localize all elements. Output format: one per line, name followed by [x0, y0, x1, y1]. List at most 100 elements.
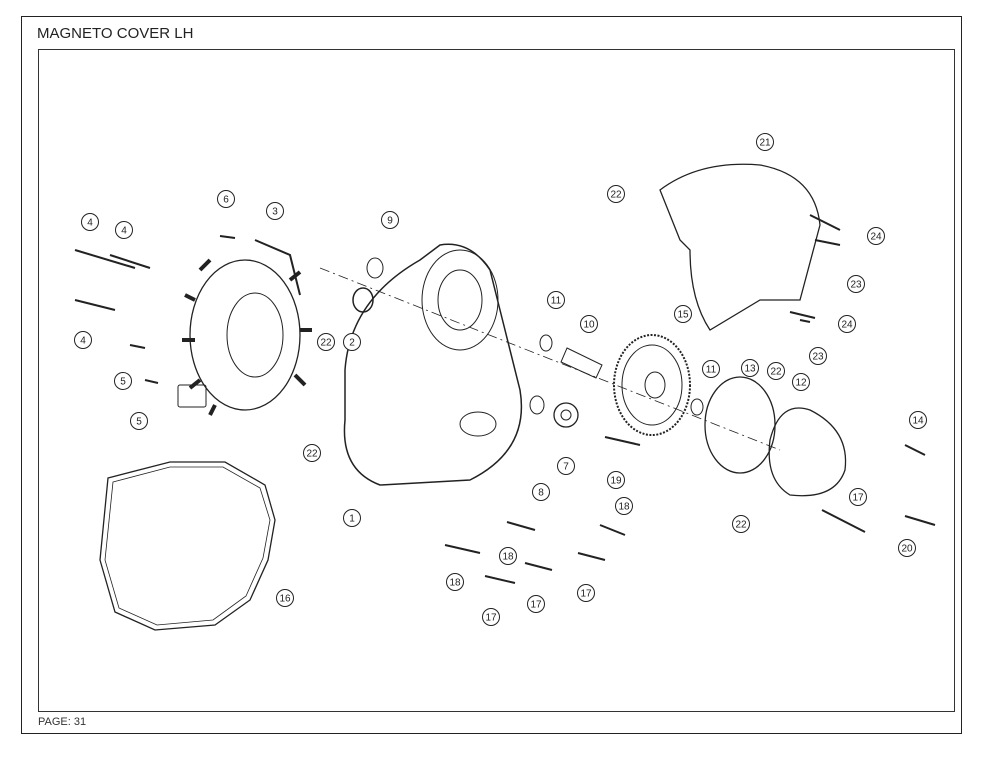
callout-circle	[303, 444, 321, 462]
callout-circle	[702, 360, 720, 378]
callout-18: 18	[499, 547, 517, 565]
callout-circle	[847, 275, 865, 293]
callout-11: 11	[547, 291, 565, 309]
shaft-part-10	[560, 347, 603, 379]
center-line	[319, 267, 781, 451]
callout-circle	[577, 584, 595, 602]
callout-circle	[266, 202, 284, 220]
callout-5: 5	[114, 372, 132, 390]
callout-label: 6	[223, 195, 229, 206]
callout-4: 4	[115, 221, 133, 239]
callout-label: 24	[870, 232, 882, 243]
callout-label: 12	[795, 378, 807, 389]
callout-circle	[732, 515, 750, 533]
callout-label: 1	[349, 514, 355, 525]
callout-label: 20	[901, 544, 913, 555]
callout-label: 22	[610, 190, 622, 201]
callout-4: 4	[81, 213, 99, 231]
callout-circle	[527, 595, 545, 613]
callout-1: 1	[343, 509, 361, 527]
callout-22: 22	[317, 333, 335, 351]
bearing-part-2	[352, 287, 374, 313]
gasket-part-16	[99, 461, 276, 631]
callout-18: 18	[615, 497, 633, 515]
callout-13: 13	[741, 359, 759, 377]
callout-22: 22	[607, 185, 625, 203]
callout-20: 20	[898, 539, 916, 557]
callout-label: 17	[852, 493, 864, 504]
callout-circle	[317, 333, 335, 351]
callout-circle	[532, 483, 550, 501]
callout-label: 17	[530, 600, 542, 611]
callout-label: 7	[563, 462, 569, 473]
callout-circle	[499, 547, 517, 565]
callout-22: 22	[303, 444, 321, 462]
page-border	[21, 16, 962, 734]
washer-part-8	[529, 395, 545, 415]
callout-label: 15	[677, 310, 689, 321]
seal-part-7	[553, 402, 579, 428]
callout-label: 21	[759, 138, 771, 149]
callout-label: 24	[841, 320, 853, 331]
callout-label: 10	[583, 320, 595, 331]
callout-24: 24	[838, 315, 856, 333]
callout-circle	[130, 412, 148, 430]
callout-label: 3	[272, 207, 278, 218]
callout-3: 3	[266, 202, 284, 220]
callout-label: 17	[580, 589, 592, 600]
callout-label: 22	[735, 520, 747, 531]
callout-label: 2	[349, 338, 355, 349]
callout-18: 18	[446, 573, 464, 591]
bolts	[74, 214, 936, 584]
callout-19: 19	[607, 471, 625, 489]
callout-label: 9	[387, 216, 393, 227]
callout-circle	[809, 347, 827, 365]
callout-circle	[792, 373, 810, 391]
callout-circle	[580, 315, 598, 333]
callout-16: 16	[276, 589, 294, 607]
callout-label: 5	[136, 417, 142, 428]
o-ring-part-13	[704, 376, 776, 474]
callout-label: 16	[279, 594, 291, 605]
callout-label: 11	[706, 365, 717, 376]
callout-label: 22	[306, 449, 318, 460]
callout-label: 23	[850, 280, 862, 291]
callout-circle	[381, 211, 399, 229]
callout-10: 10	[580, 315, 598, 333]
callout-circle	[756, 133, 774, 151]
diagram-frame	[38, 49, 955, 712]
callout-label: 14	[912, 416, 924, 427]
callout-circle	[114, 372, 132, 390]
callout-label: 22	[320, 338, 332, 349]
page-number: PAGE: 31	[38, 716, 87, 728]
callout-11: 11	[702, 360, 720, 378]
callout-circle	[607, 471, 625, 489]
callout-label: 18	[618, 502, 630, 513]
callout-circle	[446, 573, 464, 591]
callout-4: 4	[74, 331, 92, 349]
inspection-cover-part-12	[768, 407, 847, 497]
callout-14: 14	[909, 411, 927, 429]
callout-circle	[115, 221, 133, 239]
callout-12: 12	[792, 373, 810, 391]
callout-2: 2	[343, 333, 361, 351]
callout-circle	[482, 608, 500, 626]
callout-circle	[838, 315, 856, 333]
callout-label: 19	[610, 476, 622, 487]
callout-label: 4	[80, 336, 86, 347]
callout-label: 13	[744, 364, 756, 375]
callout-circle	[557, 457, 575, 475]
callout-5: 5	[130, 412, 148, 430]
callout-22: 22	[767, 362, 785, 380]
callout-22: 22	[732, 515, 750, 533]
callout-label: 18	[502, 552, 514, 563]
callout-9: 9	[381, 211, 399, 229]
callout-circle	[867, 227, 885, 245]
callout-circle	[898, 539, 916, 557]
callout-circle	[217, 190, 235, 208]
callout-label: 23	[812, 352, 824, 363]
callout-6: 6	[217, 190, 235, 208]
callout-17: 17	[577, 584, 595, 602]
callout-label: 5	[120, 377, 126, 388]
callout-24: 24	[867, 227, 885, 245]
